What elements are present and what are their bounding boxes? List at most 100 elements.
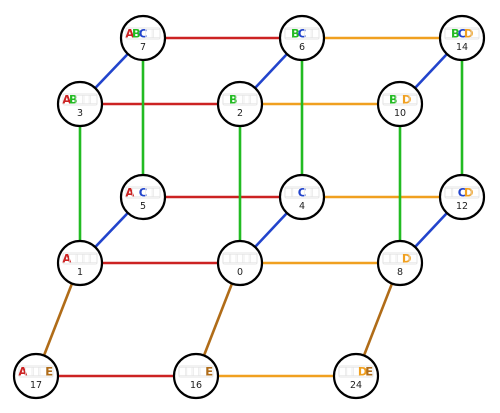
node-letter-E: E bbox=[365, 365, 373, 379]
node-letter-C: C bbox=[139, 27, 147, 41]
node-5: A□C□□5 bbox=[119, 173, 167, 221]
node-letter-box bbox=[284, 27, 320, 40]
node-letter-blank: □ bbox=[381, 251, 392, 265]
node-number: 17 bbox=[30, 380, 42, 391]
node-letter-blank: □ bbox=[381, 92, 392, 106]
node-letter-blank: □ bbox=[351, 364, 362, 378]
node-letter-box bbox=[178, 365, 214, 378]
node-letter-blank: □ bbox=[310, 185, 321, 199]
node-number: 16 bbox=[190, 380, 202, 391]
node-number: 3 bbox=[77, 108, 83, 119]
node-letter-blank: □ bbox=[235, 92, 246, 106]
node-letter-blank: □ bbox=[228, 251, 239, 265]
node-letter-box bbox=[382, 93, 418, 106]
node-letter-blank: □ bbox=[388, 251, 399, 265]
node-letter-A: A bbox=[125, 27, 134, 41]
node-number: 6 bbox=[299, 42, 305, 53]
node-1: A□□□□1 bbox=[56, 239, 104, 287]
node-letter-blank: □ bbox=[191, 364, 202, 378]
node-letter-D: D bbox=[402, 93, 412, 107]
node-letter-blank: □ bbox=[303, 185, 314, 199]
node-number: 14 bbox=[456, 42, 468, 53]
node-letter-blank: □ bbox=[197, 364, 208, 378]
node-number: 8 bbox=[397, 267, 403, 278]
node-letter-blank: □ bbox=[283, 185, 294, 199]
node-letter-blank: □ bbox=[248, 251, 259, 265]
node-letter-box bbox=[125, 186, 161, 199]
node-letter-blank: □ bbox=[248, 92, 259, 106]
node-letter-blank: □ bbox=[450, 185, 461, 199]
node-8: □□□D□8 bbox=[376, 239, 424, 287]
node-letter-blank: □ bbox=[88, 251, 99, 265]
node-number: 12 bbox=[456, 201, 468, 212]
node-2: □B□□□2 bbox=[216, 80, 264, 128]
node-letter-blank: □ bbox=[221, 92, 232, 106]
node-letter-blank: □ bbox=[241, 92, 252, 106]
node-letter-A: A bbox=[125, 186, 134, 200]
node-4: □□C□□4 bbox=[278, 173, 326, 221]
node-letter-blank: □ bbox=[131, 185, 142, 199]
node-letter-A: A bbox=[18, 365, 27, 379]
node-letter-box bbox=[18, 365, 54, 378]
node-letter-B: B bbox=[291, 27, 300, 41]
node-letter-B: B bbox=[229, 93, 238, 107]
node-letter-C: C bbox=[298, 27, 306, 41]
node-letter-blank: □ bbox=[443, 26, 454, 40]
node-letter-box bbox=[62, 252, 98, 265]
node-12: □□CD□12 bbox=[438, 173, 486, 221]
node-letter-blank: □ bbox=[81, 92, 92, 106]
node-letter-box bbox=[62, 93, 98, 106]
node-number: 0 bbox=[237, 267, 243, 278]
node-letter-box bbox=[222, 93, 258, 106]
node-number: 24 bbox=[350, 380, 362, 391]
node-number: 2 bbox=[237, 108, 243, 119]
node-16: □□□□E16 bbox=[172, 352, 220, 400]
node-0: □□□□□0 bbox=[216, 239, 264, 287]
node-letter-box bbox=[444, 27, 480, 40]
node-number: 10 bbox=[394, 108, 406, 119]
node-number: 1 bbox=[77, 267, 83, 278]
node-letter-blank: □ bbox=[184, 364, 195, 378]
node-letter-blank: □ bbox=[88, 92, 99, 106]
node-letter-blank: □ bbox=[337, 364, 348, 378]
node-letter-B: B bbox=[389, 93, 398, 107]
node-letter-A: A bbox=[62, 93, 71, 107]
node-letter-C: C bbox=[458, 186, 466, 200]
node-letter-blank: □ bbox=[144, 185, 155, 199]
node-letter-blank: □ bbox=[37, 364, 48, 378]
node-letter-blank: □ bbox=[221, 251, 232, 265]
node-letter-blank: □ bbox=[408, 92, 419, 106]
node-letter-blank: □ bbox=[283, 26, 294, 40]
node-letter-box bbox=[338, 365, 374, 378]
node-letter-B: B bbox=[69, 93, 78, 107]
node-letter-blank: □ bbox=[395, 251, 406, 265]
node-10: □B□D□10 bbox=[376, 80, 424, 128]
node-letter-blank: □ bbox=[24, 364, 35, 378]
node-letter-blank: □ bbox=[303, 26, 314, 40]
node-letter-blank: □ bbox=[443, 185, 454, 199]
node-letter-blank: □ bbox=[144, 26, 155, 40]
node-letter-blank: □ bbox=[31, 364, 42, 378]
node-number: 5 bbox=[140, 201, 146, 212]
node-letter-C: C bbox=[458, 27, 466, 41]
node-letter-blank: □ bbox=[75, 251, 86, 265]
node-3: AB□□□3 bbox=[56, 80, 104, 128]
node-letter-blank: □ bbox=[470, 26, 481, 40]
node-letter-blank: □ bbox=[151, 26, 162, 40]
node-letter-blank: □ bbox=[344, 364, 355, 378]
node-letter-A: A bbox=[62, 252, 71, 266]
node-6: □BC□□6 bbox=[278, 14, 326, 62]
node-letter-D: D bbox=[358, 365, 368, 379]
node-number: 4 bbox=[299, 201, 305, 212]
node-letter-B: B bbox=[132, 27, 141, 41]
node-letter-box bbox=[222, 252, 258, 265]
node-number: 7 bbox=[140, 42, 146, 53]
node-letter-blank: □ bbox=[235, 251, 246, 265]
node-letter-blank: □ bbox=[241, 251, 252, 265]
node-letter-box bbox=[382, 252, 418, 265]
node-letter-C: C bbox=[139, 186, 147, 200]
node-letter-blank: □ bbox=[470, 185, 481, 199]
node-letter-blank: □ bbox=[81, 251, 92, 265]
